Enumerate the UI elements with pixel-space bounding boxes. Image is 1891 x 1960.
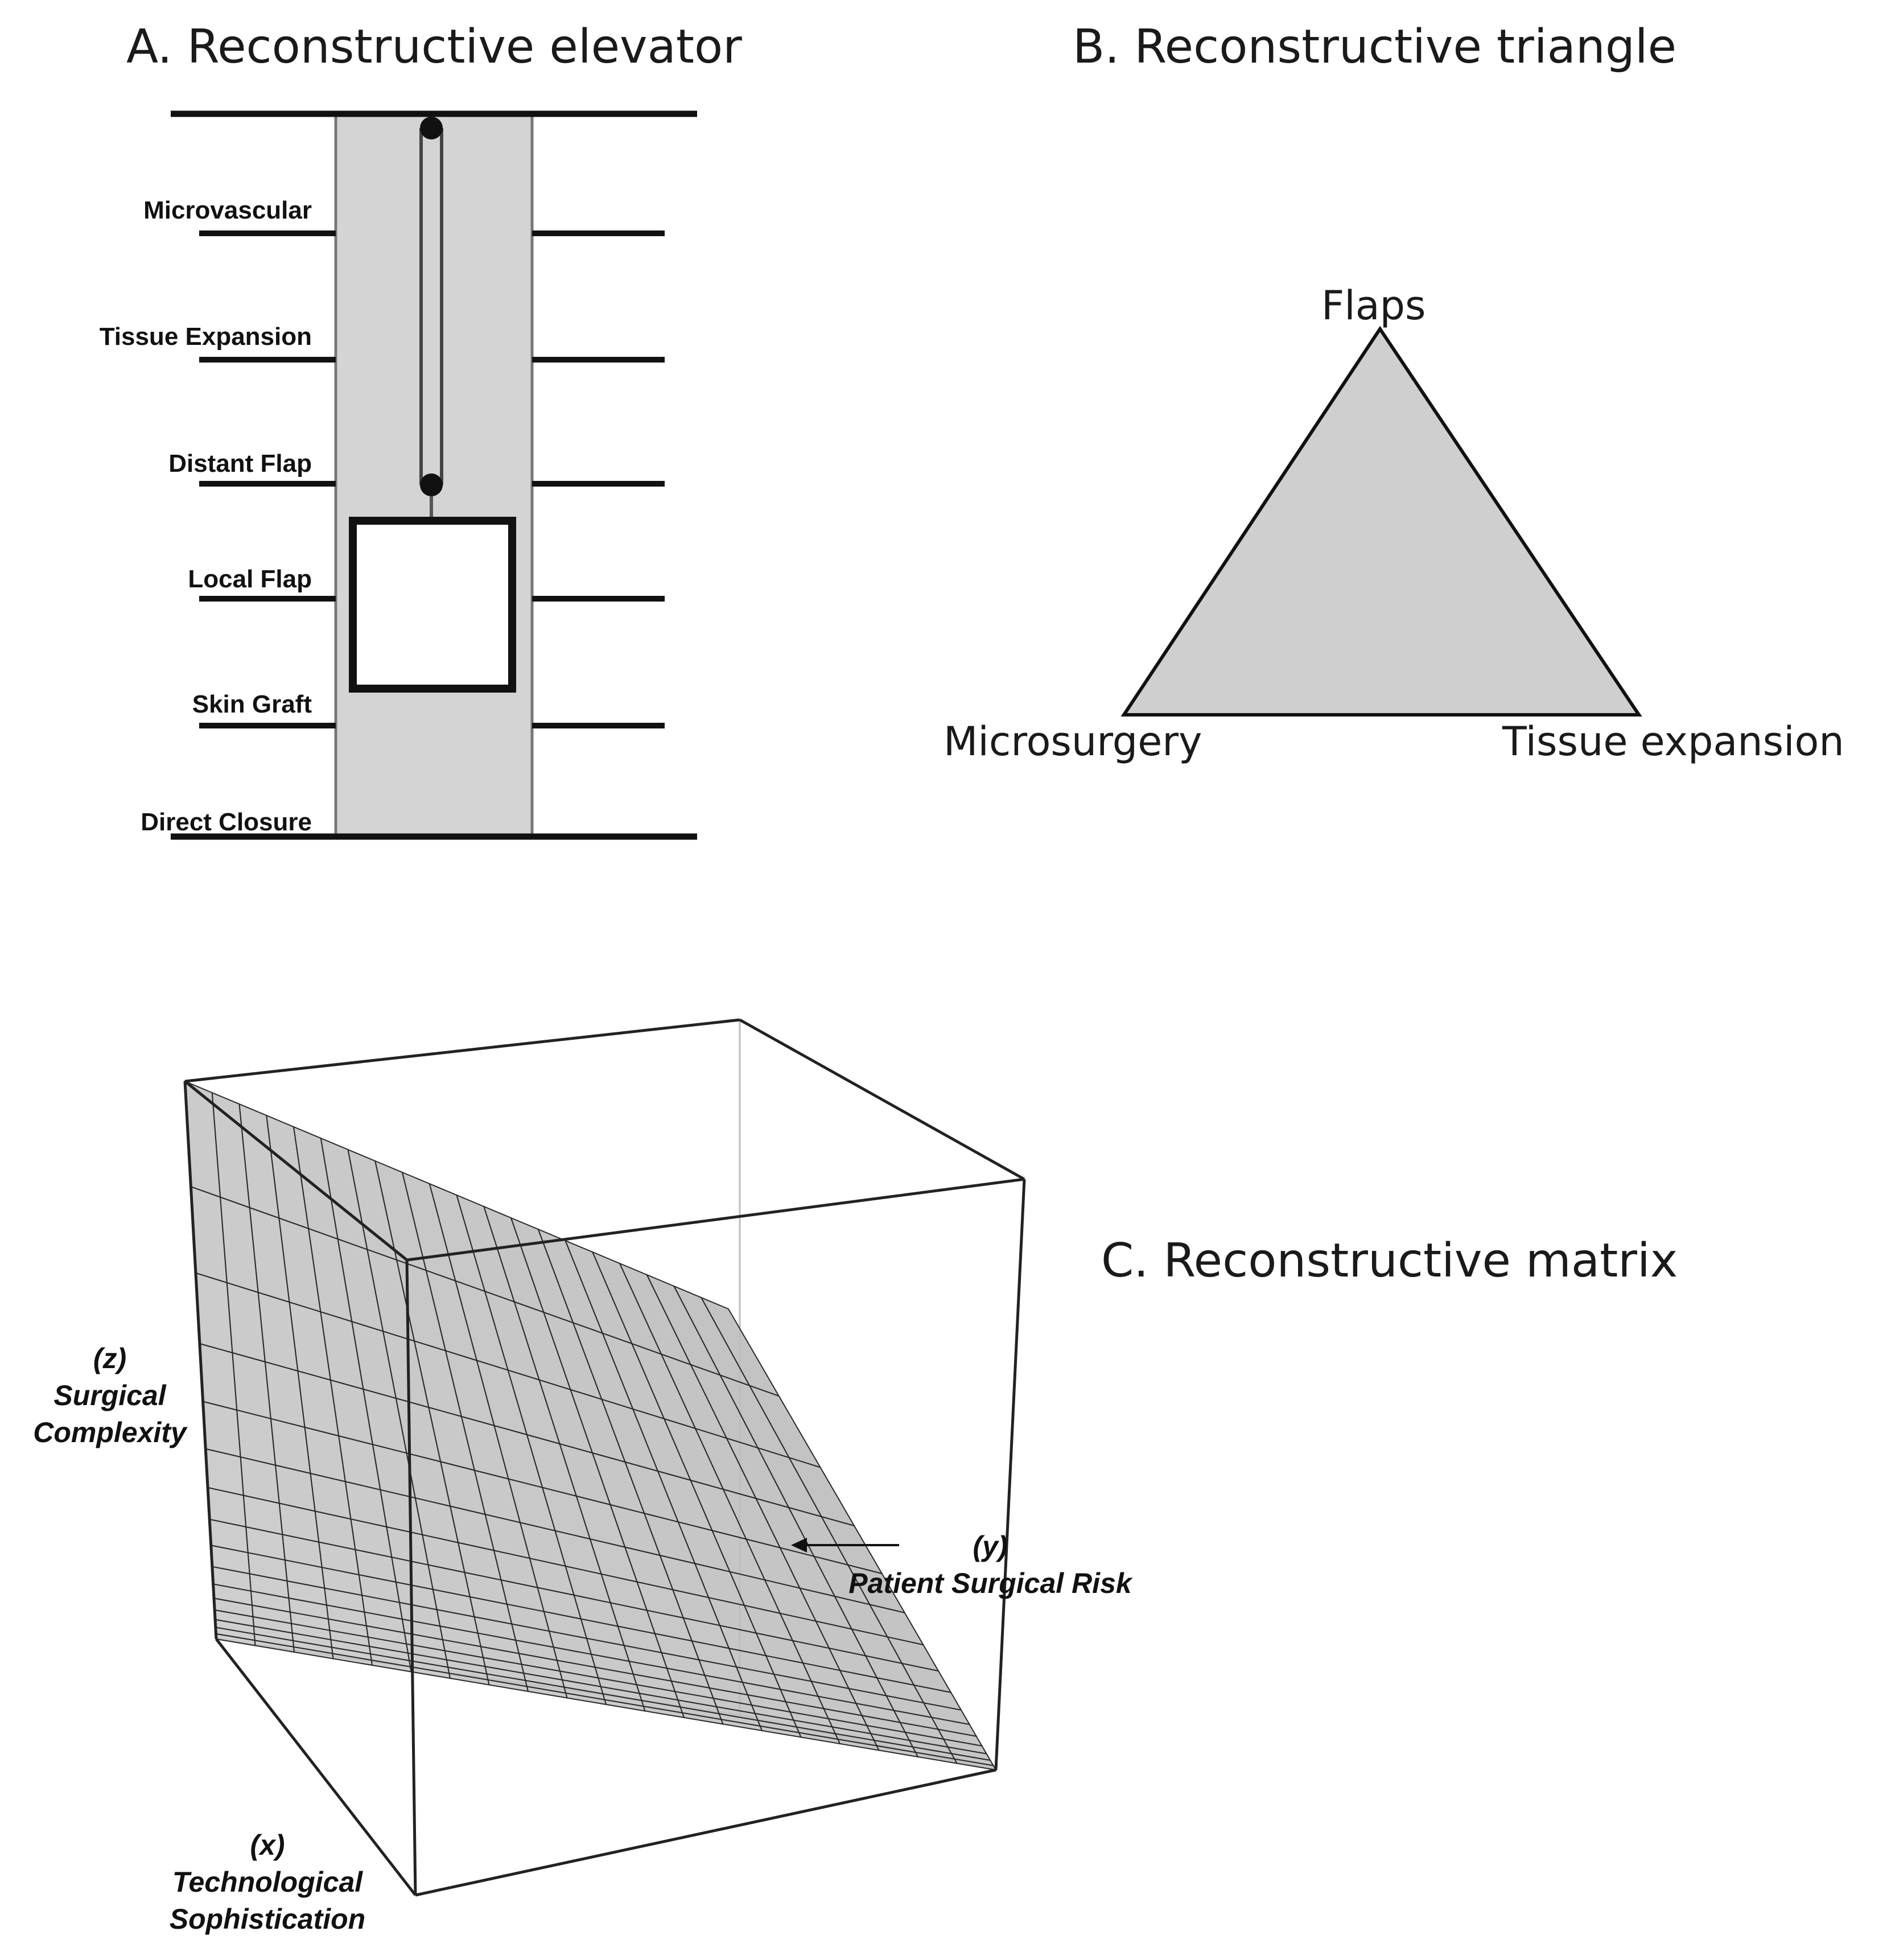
matrix-surface xyxy=(184,1080,997,1771)
pulley-bottom xyxy=(420,473,443,496)
reconstructive-triangle xyxy=(1120,326,1642,717)
z-axis-var: (z) xyxy=(93,1343,127,1374)
panel-a-title: A. Reconstructive elevator xyxy=(126,20,742,74)
pulley-top xyxy=(420,117,443,139)
cube-edge-bottom-left xyxy=(215,1638,417,1896)
cube-edges xyxy=(183,1018,1026,1897)
y-axis-line1: Patient Surgical Risk xyxy=(848,1567,1132,1599)
panel-b-title: B. Reconstructive triangle xyxy=(1073,20,1677,74)
cube-edge-top-back xyxy=(184,1018,740,1083)
cube-edge-bottom-front xyxy=(415,1768,996,1897)
floor-label-microvascular: Microvascular xyxy=(143,196,312,224)
elevator-car xyxy=(349,517,516,693)
floor-label-distant-flap: Distant Flap xyxy=(168,450,312,477)
cube-edge-right-vertical xyxy=(994,1179,1026,1770)
y-axis-label: (y) Patient Surgical Risk xyxy=(831,1528,1150,1602)
cube-edge-front-vertical xyxy=(405,1259,417,1896)
cube-edge-left-vertical xyxy=(183,1081,218,1640)
surface-cell xyxy=(199,1343,238,1411)
y-axis-arrow-head xyxy=(791,1538,807,1553)
triangle-vertex-tissue-expansion: Tissue expansion xyxy=(1502,718,1844,765)
y-axis-var: (y) xyxy=(973,1530,1008,1562)
z-axis-line1: Surgical xyxy=(53,1380,166,1411)
cube-edge-top-right xyxy=(739,1018,1025,1181)
surface-cell xyxy=(202,1401,241,1458)
x-axis-var: (x) xyxy=(250,1829,285,1861)
z-axis-line2: Complexity xyxy=(33,1417,187,1448)
z-axis-label: (z) Surgical Complexity xyxy=(16,1340,204,1451)
floor-label-skin-graft: Skin Graft xyxy=(192,690,312,718)
cube-edge-top-front-right xyxy=(406,1177,1025,1262)
floor-lines xyxy=(199,230,665,728)
x-axis-line2: Sophistication xyxy=(169,1903,366,1935)
triangle-vertex-flaps: Flaps xyxy=(1321,282,1426,329)
x-axis-line1: Technological xyxy=(172,1866,363,1898)
floor-label-direct-closure: Direct Closure xyxy=(141,808,312,836)
triangle-vertex-microsurgery: Microsurgery xyxy=(944,718,1202,765)
floor-label-local-flap: Local Flap xyxy=(188,565,312,593)
floor-label-tissue-expansion: Tissue Expansion xyxy=(99,323,312,351)
x-axis-label: (x) Technological Sophistication xyxy=(145,1827,390,1938)
cube-edge-top-front xyxy=(184,1080,408,1261)
panel-c-title: C. Reconstructive matrix xyxy=(1101,1234,1678,1288)
